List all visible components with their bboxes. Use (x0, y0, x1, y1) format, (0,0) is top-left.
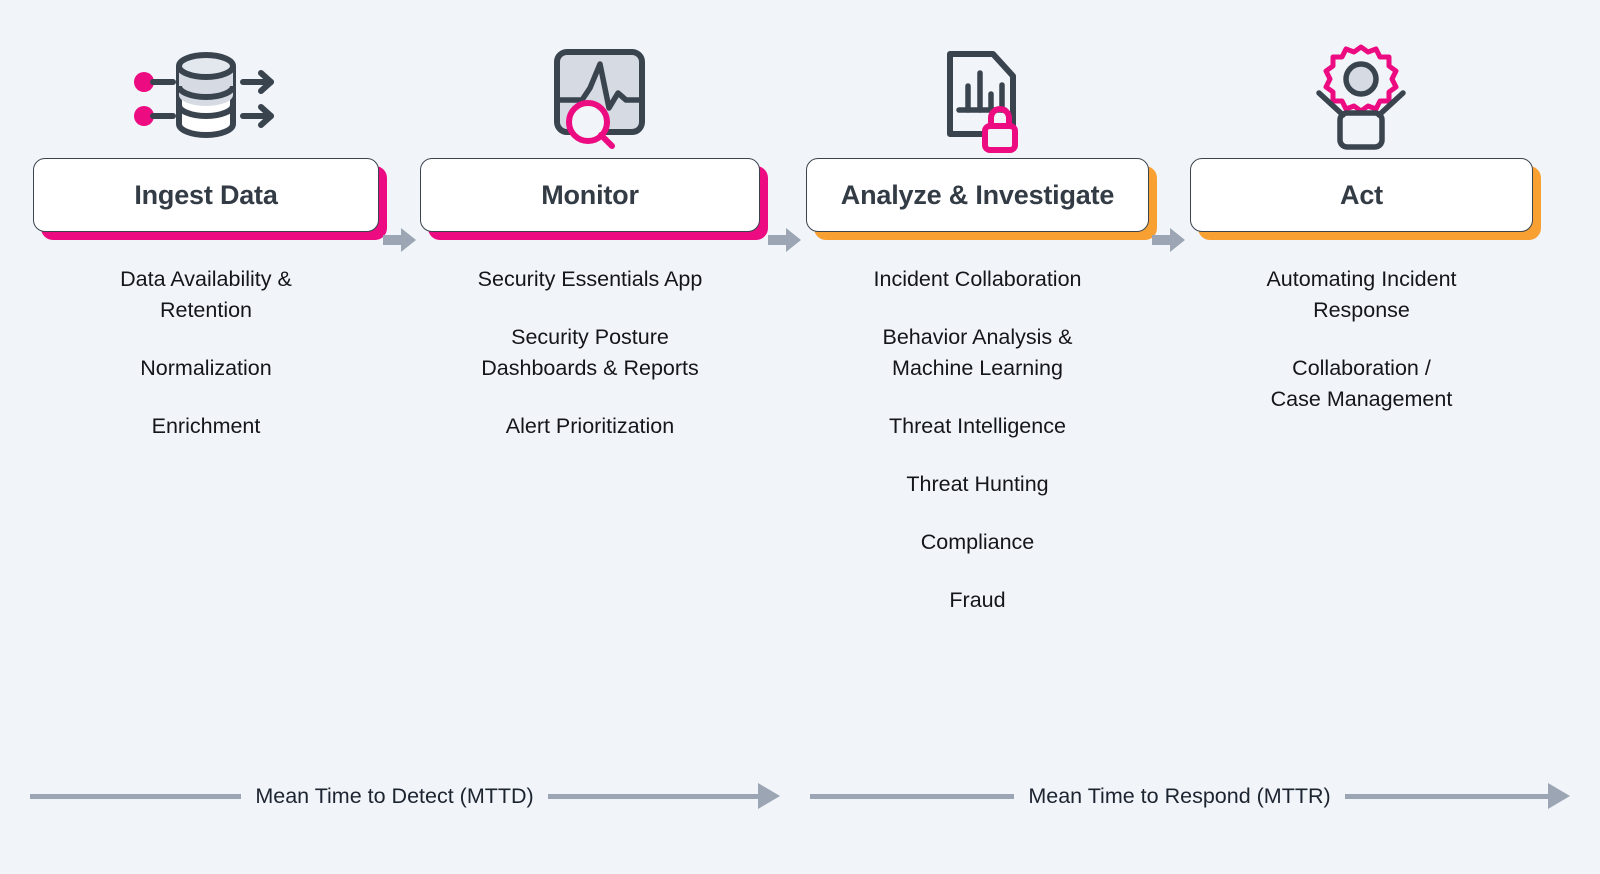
list-item: Security Essentials App (477, 267, 703, 291)
database-ingest-icon (33, 0, 379, 150)
list-item: Collaboration / Case Management (1270, 356, 1453, 411)
metric-arrowhead-icon (758, 783, 781, 809)
metric-line-left (810, 793, 1015, 799)
list-item: Enrichment (151, 414, 261, 438)
metric-line-right (1344, 793, 1549, 799)
open-box-gear-icon (1190, 0, 1533, 150)
metric-line-right (547, 793, 760, 799)
list-item: Threat Hunting (906, 472, 1049, 496)
stage-analyze-investigate: Analyze & Investigate Incident Collabora… (806, 0, 1157, 643)
stage-act: Act Automating Incident Response Collabo… (1190, 0, 1541, 442)
metric-bar-mttr: Mean Time to Respond (MTTR) (810, 772, 1570, 820)
list-item: Automating Incident Response (1266, 267, 1457, 322)
stage-item-list: Security Essentials App Security Posture… (420, 242, 760, 442)
arrow-monitor-to-analyze (768, 227, 802, 253)
list-item: Incident Collaboration (873, 267, 1082, 291)
metric-line-left (30, 793, 242, 799)
arrow-analyze-to-act (1152, 227, 1186, 253)
list-item: Data Availability & Retention (120, 267, 292, 322)
metric-arrowhead-icon (1548, 783, 1570, 809)
stage-title: Analyze & Investigate (840, 179, 1115, 210)
stage-monitor: Monitor Security Essentials App Security… (420, 0, 768, 469)
list-item: Normalization (140, 356, 272, 380)
stage-title: Act (1340, 179, 1383, 210)
list-item: Fraud (949, 588, 1006, 612)
stage-title: Monitor (541, 179, 639, 210)
metric-label: Mean Time to Respond (MTTR) (1028, 783, 1331, 808)
list-item: Behavior Analysis & Machine Learning (882, 325, 1073, 380)
card-face[interactable]: Monitor (420, 158, 760, 232)
stage-card-monitor[interactable]: Monitor (420, 150, 768, 242)
stage-ingest-data: Ingest Data Data Availability & Retentio… (33, 0, 387, 469)
list-item: Compliance (920, 530, 1035, 554)
card-face[interactable]: Analyze & Investigate (806, 158, 1149, 232)
monitor-pulse-search-icon (420, 0, 760, 150)
stage-card-ingest-data[interactable]: Ingest Data (33, 150, 387, 242)
list-item: Alert Prioritization (505, 414, 675, 438)
card-face[interactable]: Ingest Data (33, 158, 379, 232)
list-item: Security Posture Dashboards & Reports (481, 325, 699, 380)
stage-title: Ingest Data (134, 179, 278, 210)
stage-item-list: Data Availability & Retention Normalizat… (33, 242, 379, 442)
stage-item-list: Automating Incident Response Collaborati… (1190, 242, 1533, 415)
stage-item-list: Incident Collaboration Behavior Analysis… (806, 242, 1149, 616)
arrow-ingest-to-monitor (383, 227, 417, 253)
metric-bar-mttd: Mean Time to Detect (MTTD) (30, 772, 781, 820)
card-face[interactable]: Act (1190, 158, 1533, 232)
metric-label: Mean Time to Detect (MTTD) (255, 783, 534, 808)
document-chart-lock-icon (806, 0, 1149, 153)
list-item: Threat Intelligence (889, 414, 1066, 438)
stage-card-act[interactable]: Act (1190, 150, 1541, 242)
stage-card-analyze-investigate[interactable]: Analyze & Investigate (806, 150, 1157, 242)
